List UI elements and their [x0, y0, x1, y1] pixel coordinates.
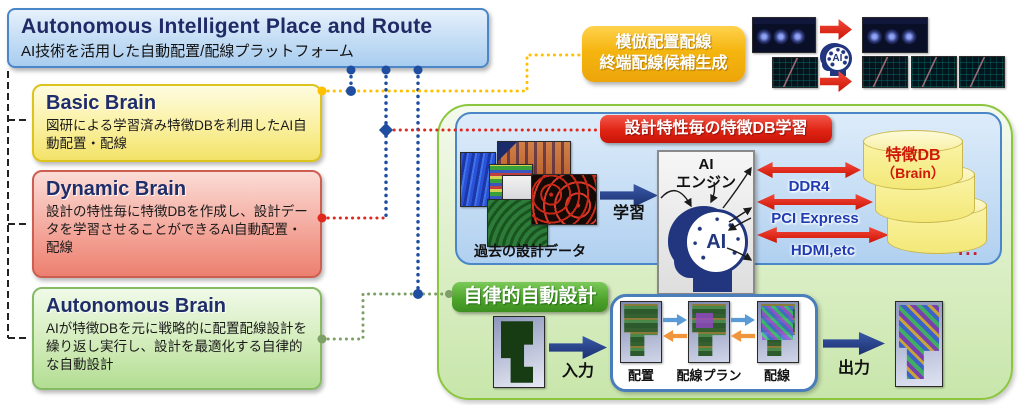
pcb-screenshot-candidate-2 [911, 56, 957, 88]
ai-engine-title-2: エンジン [675, 174, 736, 191]
ai-engine-title-1: AI [698, 156, 714, 173]
step-place-thumb [620, 301, 662, 363]
title-box: Autonomous Intelligent Place and Route A… [7, 8, 489, 68]
step-route-label: 配線 [763, 368, 790, 383]
output-board-thumb [895, 301, 943, 387]
output-label: 出力 [837, 360, 870, 377]
feature-db-learning-label: 設計特性毎の特徴DB学習 [600, 115, 832, 143]
mimic-line1: 模倣配置配線 [615, 34, 712, 51]
pcb-screenshot-before-top [752, 17, 816, 53]
ai-icon-text: AI [683, 209, 749, 276]
mimic-line2: 終端配線候補生成 [599, 54, 728, 72]
autonomous-design-label: 自律的自動設計 [452, 282, 608, 312]
ai-icon-text: AI [822, 44, 852, 74]
input-label: 入力 [561, 363, 594, 380]
ai-brain-icon-small: AI [819, 42, 853, 76]
protocol-ddr4: DDR4 [788, 178, 830, 195]
step-route-plan-thumb [688, 301, 730, 363]
step-place-label: 配置 [627, 368, 654, 383]
dynamic-brain-title: Dynamic Brain [46, 178, 187, 200]
dynamic-brain-desc: 設計の特性毎に特徴DBを作成し、設計データを学習させることができるAI自動配置・… [46, 204, 308, 255]
more-databases-ellipsis: ... [958, 239, 980, 260]
pcb-screenshot-after-top [862, 17, 928, 53]
page-subtitle: AI技術を活用した自動配置/配線プラットフォーム [21, 43, 354, 60]
feature-db-brain: （Brain） [881, 165, 945, 182]
pcb-screenshot-candidate-1 [862, 56, 908, 88]
autonomous-brain-box: Autonomous Brain AIが特徴DBを元に戦略的に配置配線設計を繰り… [32, 287, 322, 390]
input-board-thumb [493, 316, 545, 388]
step-route-plan-label: 配線プラン [676, 368, 742, 383]
red-arrow-right-icon-top [820, 19, 852, 40]
pcb-screenshot-before-bottom [772, 57, 818, 88]
learn-label: 学習 [612, 205, 645, 222]
ai-brain-icon-large: AI [665, 204, 751, 292]
protocol-hdmi: HDMI,etc [790, 242, 856, 259]
page-title: Autonomous Intelligent Place and Route [21, 15, 433, 38]
pcb-screenshot-candidate-3 [959, 56, 1005, 88]
basic-brain-desc: 図研による学習済み特徴DBを利用したAI自動配置・配線 [46, 118, 307, 151]
dynamic-brain-box: Dynamic Brain 設計の特性毎に特徴DBを作成し、設計データを学習させ… [32, 170, 322, 278]
feature-db-cylinder-1: 特徴DB （Brain） [863, 130, 963, 190]
autonomous-brain-desc: AIが特徴DBを元に戦略的に配置配線設計を繰り返し実行し、設計を最適化する自律的… [46, 321, 308, 372]
basic-brain-box: Basic Brain 図研による学習済み特徴DBを利用したAI自動配置・配線 [32, 84, 322, 162]
step-route-thumb [757, 301, 799, 363]
protocol-pci-express: PCI Express [771, 210, 859, 227]
feature-db-name: 特徴DB [885, 147, 941, 164]
basic-brain-title: Basic Brain [46, 92, 157, 114]
ai-engine-box: AI エンジン AI [657, 150, 755, 295]
mimic-routing-label: 模倣配置配線 終端配線候補生成 [582, 26, 745, 82]
past-design-thumb-red [531, 174, 597, 225]
past-design-data-label: 過去の設計データ [474, 243, 586, 259]
autonomous-brain-title: Autonomous Brain [46, 295, 226, 317]
